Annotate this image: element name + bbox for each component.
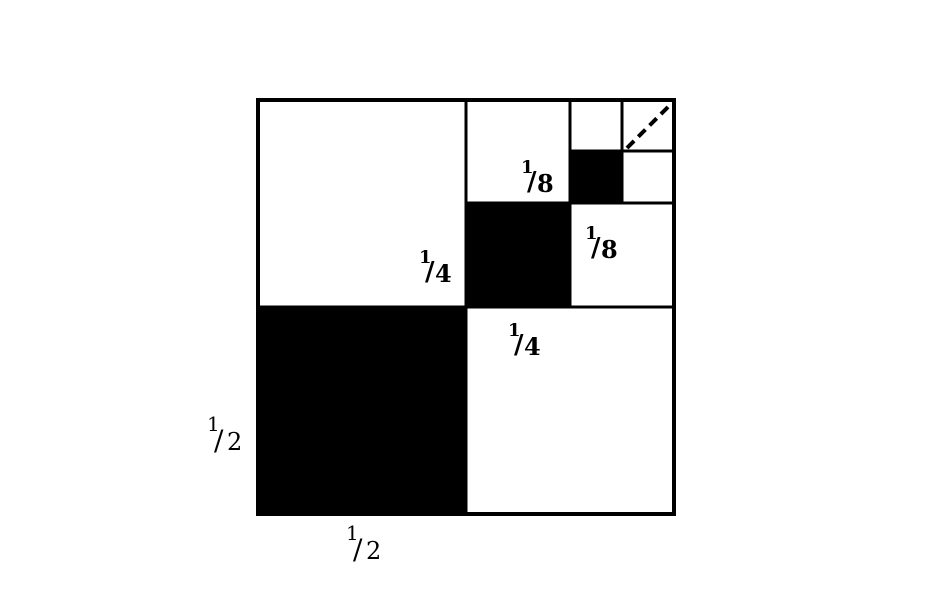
- label-quarter-top-den: 4: [435, 259, 452, 288]
- label-quarter-right-den: 4: [524, 332, 541, 361]
- label-quarter-top: 1 / 4: [419, 247, 452, 288]
- eighth-white-square-top: [464, 98, 572, 205]
- label-half-bottom-num: 1: [346, 521, 359, 545]
- label-half-side-den: 2: [227, 428, 242, 456]
- label-eighth-right-slash: /: [591, 233, 601, 263]
- label-quarter-top-slash: /: [425, 257, 435, 287]
- eighth-white-square-right: [568, 201, 676, 309]
- label-eighth-top-slash: /: [527, 167, 537, 197]
- sixteenth-white-square-top: [568, 98, 624, 153]
- label-half-bottom: 1 / 2: [346, 521, 381, 566]
- half-black-square: [258, 307, 466, 514]
- quarter-white-square-bottom-right: [464, 305, 676, 516]
- label-half-side: 1 / 2: [207, 412, 242, 457]
- quarter-black-square: [466, 203, 570, 307]
- label-eighth-top-num: 1: [521, 157, 534, 178]
- dashed-diagonal: [625, 102, 673, 150]
- label-eighth-right-num: 1: [585, 223, 598, 244]
- label-eighth-top: 1 / 8: [521, 157, 554, 198]
- eighth-black-square: [570, 151, 622, 203]
- label-eighth-right: 1 / 8: [585, 223, 618, 264]
- outer-border: [256, 98, 676, 516]
- label-quarter-top-num: 1: [419, 247, 432, 268]
- label-quarter-right-slash: /: [514, 330, 524, 360]
- label-quarter-right: 1 / 4: [508, 320, 541, 361]
- label-half-side-num: 1: [207, 412, 220, 436]
- quarter-white-square-top-left: [256, 98, 468, 309]
- sixteenth-white-square-right: [620, 149, 676, 205]
- label-half-bottom-den: 2: [366, 537, 381, 565]
- label-half-side-slash: /: [214, 424, 224, 457]
- label-eighth-right-den: 8: [601, 235, 618, 264]
- label-quarter-right-num: 1: [508, 320, 521, 341]
- label-half-bottom-slash: /: [353, 533, 363, 566]
- label-eighth-top-den: 8: [537, 169, 554, 198]
